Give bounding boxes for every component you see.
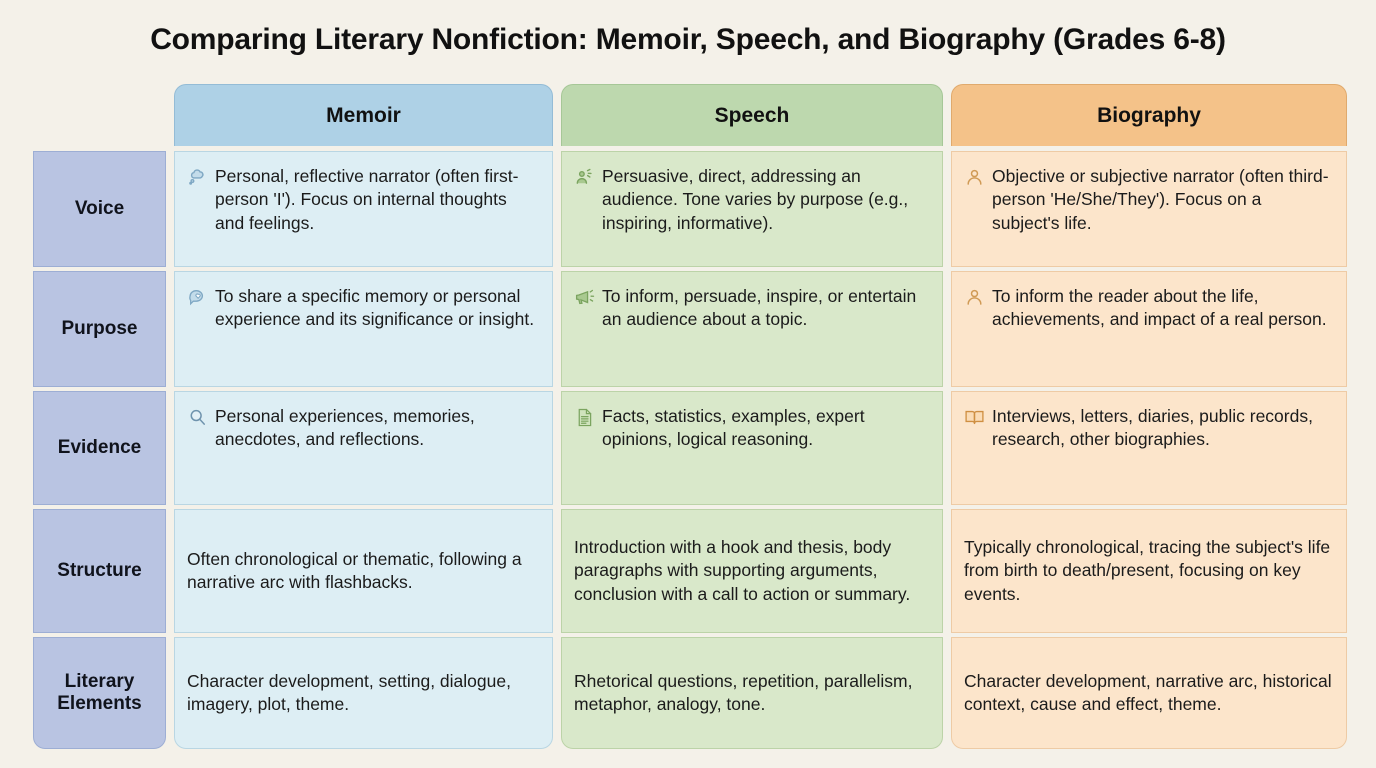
cell-purpose-biography: To inform the reader about the life, ach… [951,271,1347,387]
cell-text: Often chronological or thematic, followi… [187,548,522,592]
cell-text: Objective or subjective narrator (often … [992,166,1329,233]
megaphone-icon [574,287,595,308]
cell-text: To share a specific memory or personal e… [215,286,535,330]
speech-bubble-heart-icon [187,287,208,308]
cell-structure-speech: Introduction with a hook and thesis, bod… [561,509,943,633]
row-label-purpose: Purpose [33,271,166,387]
page-title: Comparing Literary Nonfiction: Memoir, S… [150,23,1226,56]
table-header-row: Memoir Speech Biography [33,84,1347,146]
cell-voice-memoir: Personal, reflective narrator (often fir… [174,151,553,267]
cell-structure-biography: Typically chronological, tracing the sub… [951,509,1347,633]
cell-text: Character development, narrative arc, hi… [964,670,1332,714]
cell-text: Introduction with a hook and thesis, bod… [574,536,911,604]
person-icon [964,287,985,308]
row-label-literary-elements: Literary Elements [33,637,166,749]
cell-text: Personal, reflective narrator (often fir… [215,166,519,233]
cell-purpose-memoir: To share a specific memory or personal e… [174,271,553,387]
cell-literary-biography: Character development, narrative arc, hi… [951,637,1347,749]
cell-literary-memoir: Character development, setting, dialogue… [174,637,553,749]
magnifying-glass-icon [187,407,208,428]
cell-literary-speech: Rhetorical questions, repetition, parall… [561,637,943,749]
open-book-icon [964,407,985,428]
table-row: Voice Personal, reflective narrator (oft… [33,151,1347,267]
speaking-person-icon [574,167,595,188]
column-header-biography[interactable]: Biography [951,84,1347,146]
cell-text: Typically chronological, tracing the sub… [964,536,1331,604]
row-label-voice: Voice [33,151,166,267]
table-row: Structure Often chronological or themati… [33,509,1347,633]
cell-text: To inform, persuade, inspire, or enterta… [602,286,917,330]
table-row: Evidence Personal experiences, memories,… [33,391,1347,505]
row-label-structure: Structure [33,509,166,633]
column-header-memoir[interactable]: Memoir [174,84,553,146]
document-icon [574,407,595,428]
person-icon [964,167,985,188]
thought-bubble-icon [187,167,208,188]
table-row: Literary Elements Character development,… [33,637,1347,749]
table-row: Purpose To share a specific memory or pe… [33,271,1347,387]
cell-text: Interviews, letters, diaries, public rec… [992,406,1313,450]
cell-evidence-speech: Facts, statistics, examples, expert opin… [561,391,943,505]
cell-voice-speech: Persuasive, direct, addressing an audien… [561,151,943,267]
column-header-speech[interactable]: Speech [561,84,943,146]
cell-text: Personal experiences, memories, anecdote… [215,406,475,450]
cell-structure-memoir: Often chronological or thematic, followi… [174,509,553,633]
cell-text: Rhetorical questions, repetition, parall… [574,670,913,714]
row-label-evidence: Evidence [33,391,166,505]
cell-text: Facts, statistics, examples, expert opin… [602,406,865,450]
cell-voice-biography: Objective or subjective narrator (often … [951,151,1347,267]
cell-text: Character development, setting, dialogue… [187,670,511,714]
cell-text: Persuasive, direct, addressing an audien… [602,166,909,233]
comparison-table: Memoir Speech Biography Voice Personal, … [33,84,1347,753]
cell-text: To inform the reader about the life, ach… [992,286,1327,330]
cell-evidence-biography: Interviews, letters, diaries, public rec… [951,391,1347,505]
cell-evidence-memoir: Personal experiences, memories, anecdote… [174,391,553,505]
cell-purpose-speech: To inform, persuade, inspire, or enterta… [561,271,943,387]
